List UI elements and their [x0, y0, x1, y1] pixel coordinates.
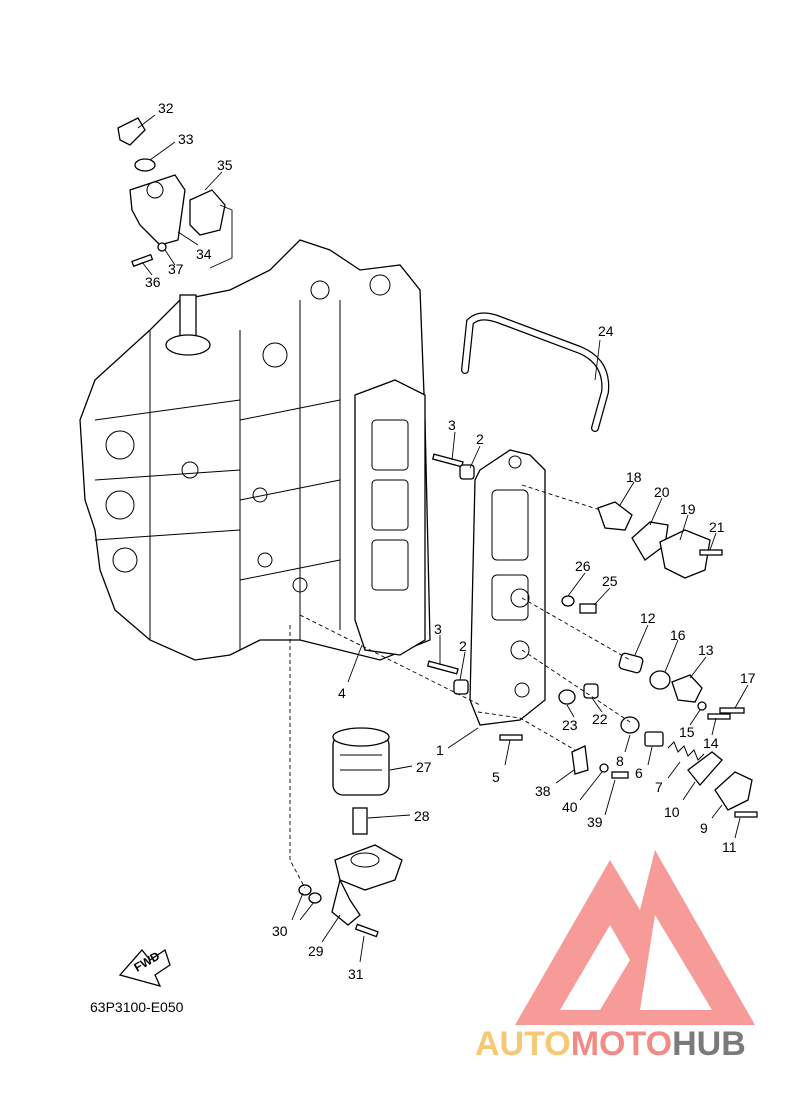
callout-2b: 2: [459, 638, 467, 654]
watermark-logo-icon: [515, 850, 755, 1025]
callout-24: 24: [598, 323, 614, 339]
callout-12: 12: [640, 610, 656, 626]
right-side-parts: [426, 453, 758, 818]
watermark-hub: HUB: [672, 1025, 746, 1063]
callout-5: 5: [492, 769, 500, 785]
callout-1: 1: [436, 742, 444, 758]
callout-19: 19: [680, 501, 696, 517]
exhaust-cover-1: [469, 449, 546, 726]
callout-17: 17: [740, 670, 756, 686]
callout-21: 21: [709, 519, 725, 535]
thermostat-cover-assembly: [117, 117, 226, 268]
callout-34: 34: [196, 246, 212, 262]
callout-28: 28: [414, 808, 430, 824]
callout-40: 40: [562, 799, 578, 815]
callout-16: 16: [670, 627, 686, 643]
callout-36: 36: [145, 274, 161, 290]
callout-7: 7: [655, 779, 663, 795]
callout-numbers: 32 33 35 34 37 36 24 3 2 18 20 19 21 26 …: [145, 100, 756, 982]
callout-29: 29: [308, 943, 324, 959]
callout-3b: 3: [434, 621, 442, 637]
callout-20: 20: [654, 484, 670, 500]
callout-3a: 3: [448, 417, 456, 433]
engine-block: [79, 239, 431, 661]
callout-10: 10: [664, 804, 680, 820]
watermark-moto: MOTO: [571, 1025, 672, 1063]
callout-9: 9: [700, 820, 708, 836]
callout-38: 38: [535, 783, 551, 799]
callout-13: 13: [698, 642, 714, 658]
callout-26: 26: [575, 558, 591, 574]
callout-30: 30: [272, 923, 288, 939]
callout-2a: 2: [476, 431, 484, 447]
callout-32: 32: [158, 100, 174, 116]
callout-14: 14: [703, 735, 719, 751]
callout-31: 31: [348, 966, 364, 982]
callout-23: 23: [562, 717, 578, 733]
callout-8: 8: [616, 753, 624, 769]
fwd-arrow-icon: FWD: [118, 949, 171, 987]
callout-33: 33: [178, 131, 194, 147]
callout-27: 27: [416, 759, 432, 775]
callout-25: 25: [602, 573, 618, 589]
callout-11: 11: [722, 839, 737, 855]
watermark-text: AUTOMOTOHUB: [475, 1025, 746, 1063]
callout-4: 4: [338, 685, 346, 701]
callout-37: 37: [168, 261, 184, 277]
callout-6: 6: [635, 765, 643, 781]
gasket-4: [354, 379, 426, 656]
drawing-code: 63P3100-E050: [90, 999, 184, 1015]
callout-18: 18: [626, 469, 642, 485]
callout-35: 35: [217, 157, 233, 173]
callout-39: 39: [587, 814, 603, 830]
callout-15: 15: [679, 724, 695, 740]
watermark-auto: AUTO: [475, 1025, 571, 1063]
callout-22: 22: [592, 711, 608, 727]
leader-lines: [137, 114, 749, 963]
oil-filter-assembly: [298, 727, 403, 938]
